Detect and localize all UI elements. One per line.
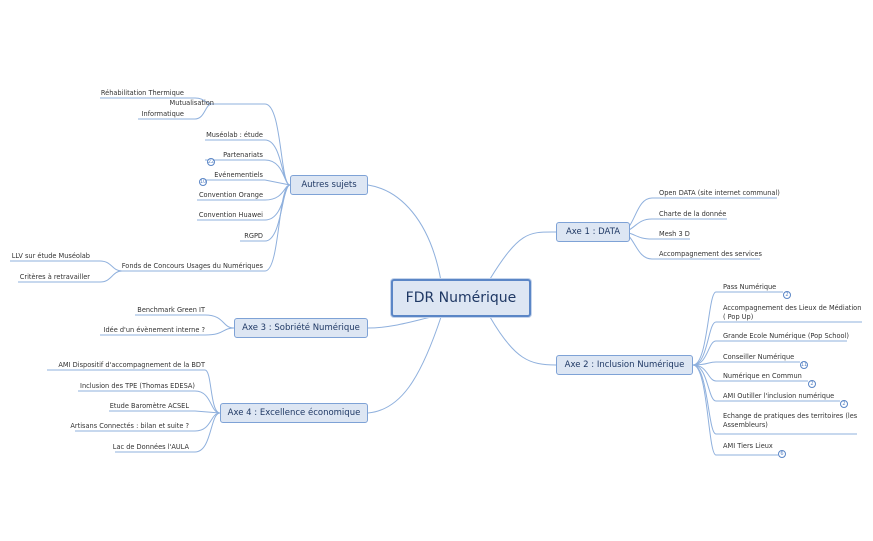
topic-rgpd[interactable]: RGPD: [244, 232, 263, 240]
topic-llv[interactable]: LLV sur étude Muséolab: [11, 252, 90, 260]
topic-grande-ecole[interactable]: Grande Ecole Numérique (Pop School): [723, 332, 849, 340]
topic-idee-evenement[interactable]: Idée d'un évènement interne ?: [103, 326, 205, 334]
topic-opendata[interactable]: Open DATA (site internet communal): [659, 189, 780, 197]
topic-inclusion-tpe[interactable]: Inclusion des TPE (Thomas EDESA): [80, 382, 195, 390]
central-topic-label: FDR Numérique: [405, 290, 517, 306]
topic-numerique-commun[interactable]: Numérique en Commun: [723, 372, 802, 380]
topic-echange-pratiques[interactable]: Echange de pratiques des territoires (le…: [723, 412, 858, 429]
topic-evenementiels[interactable]: Evénementiels: [214, 171, 263, 179]
count-badge[interactable]: 2: [783, 291, 791, 299]
branch-axe3[interactable]: Axe 3 : Sobriété Numérique: [234, 318, 368, 338]
topic-pass-numerique[interactable]: Pass Numérique: [723, 283, 777, 291]
topic-criteres[interactable]: Critères à retravailler: [19, 273, 90, 281]
branch-autres-sujets[interactable]: Autres sujets: [290, 175, 368, 195]
branch-label: Axe 1 : DATA: [565, 227, 621, 237]
topic-rehabilitation[interactable]: Réhabilitation Thermique: [100, 89, 184, 97]
branch-label: Axe 3 : Sobriété Numérique: [242, 323, 360, 333]
branch-label: Axe 4 : Excellence économique: [227, 408, 361, 418]
count-badge[interactable]: 6: [778, 450, 786, 458]
topic-charte[interactable]: Charte de la donnée: [659, 210, 727, 218]
count-badge[interactable]: 2: [808, 380, 816, 388]
topic-acsel[interactable]: Etude Baromètre ACSEL: [109, 402, 189, 410]
topic-lieux-mediation[interactable]: Accompagnement des Lieux de Médiation ( …: [723, 304, 862, 321]
topic-partenariats[interactable]: Partenariats: [223, 151, 263, 159]
topic-mesh[interactable]: Mesh 3 D: [659, 230, 690, 238]
topic-aula[interactable]: Lac de Données l'AULA: [112, 443, 189, 451]
topic-ami-tiers-lieux[interactable]: AMI Tiers Lieux: [723, 442, 773, 450]
topic-artisans[interactable]: Artisans Connectés : bilan et suite ?: [70, 422, 189, 430]
topic-museolab[interactable]: Muséolab : étude: [206, 131, 263, 139]
topic-mutualisation[interactable]: Mutualisation: [169, 99, 214, 107]
count-badge[interactable]: 2: [840, 400, 848, 408]
count-badge[interactable]: 22: [207, 158, 215, 166]
topic-ami-outiller[interactable]: AMI Outiller l'inclusion numérique: [723, 392, 835, 400]
branch-axe1[interactable]: Axe 1 : DATA: [556, 222, 630, 242]
count-badge[interactable]: 11: [800, 361, 808, 369]
count-badge[interactable]: 10: [199, 178, 207, 186]
topic-benchmark[interactable]: Benchmark Green IT: [137, 306, 205, 314]
topic-convention-huawei[interactable]: Convention Huawei: [198, 211, 263, 219]
branch-axe4[interactable]: Axe 4 : Excellence économique: [220, 403, 368, 423]
topic-conseiller[interactable]: Conseiller Numérique: [723, 353, 795, 361]
topic-accompagnement-services[interactable]: Accompagnement des services: [659, 250, 762, 258]
branch-label: Autres sujets: [301, 180, 357, 190]
branch-axe2[interactable]: Axe 2 : Inclusion Numérique: [556, 355, 693, 375]
branch-label: Axe 2 : Inclusion Numérique: [564, 360, 685, 370]
topic-ami-bdt[interactable]: AMI Dispositif d'accompagnement de la BD…: [58, 361, 205, 369]
central-topic[interactable]: FDR Numérique: [391, 279, 531, 317]
topic-convention-orange[interactable]: Convention Orange: [198, 191, 263, 199]
topic-fonds-concours[interactable]: Fonds de Concours Usages du Numériques: [121, 262, 263, 270]
topic-informatique[interactable]: Informatique: [141, 110, 184, 118]
